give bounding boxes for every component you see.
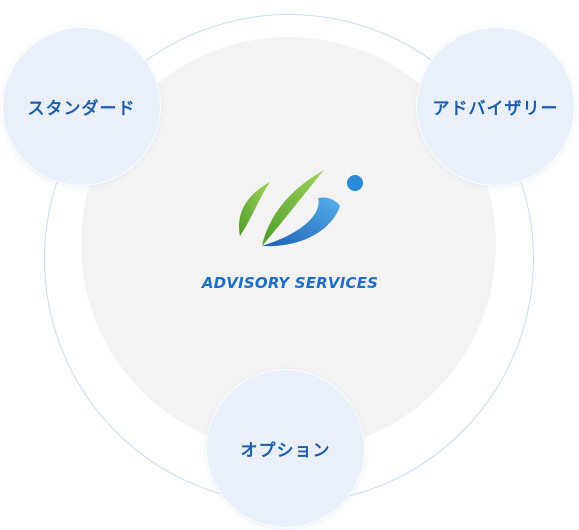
logo-text: ADVISORY SERVICES	[201, 274, 379, 292]
node-advisory[interactable]: アドバイザリー	[417, 28, 574, 185]
advisory-leaf-logo-icon	[239, 170, 363, 247]
node-option[interactable]: オプション	[207, 370, 364, 527]
node-standard[interactable]: スタンダード	[3, 28, 160, 185]
node-option-label: オプション	[240, 441, 331, 461]
node-advisory-label: アドバイザリー	[432, 99, 559, 119]
node-standard-label: スタンダード	[27, 99, 136, 119]
